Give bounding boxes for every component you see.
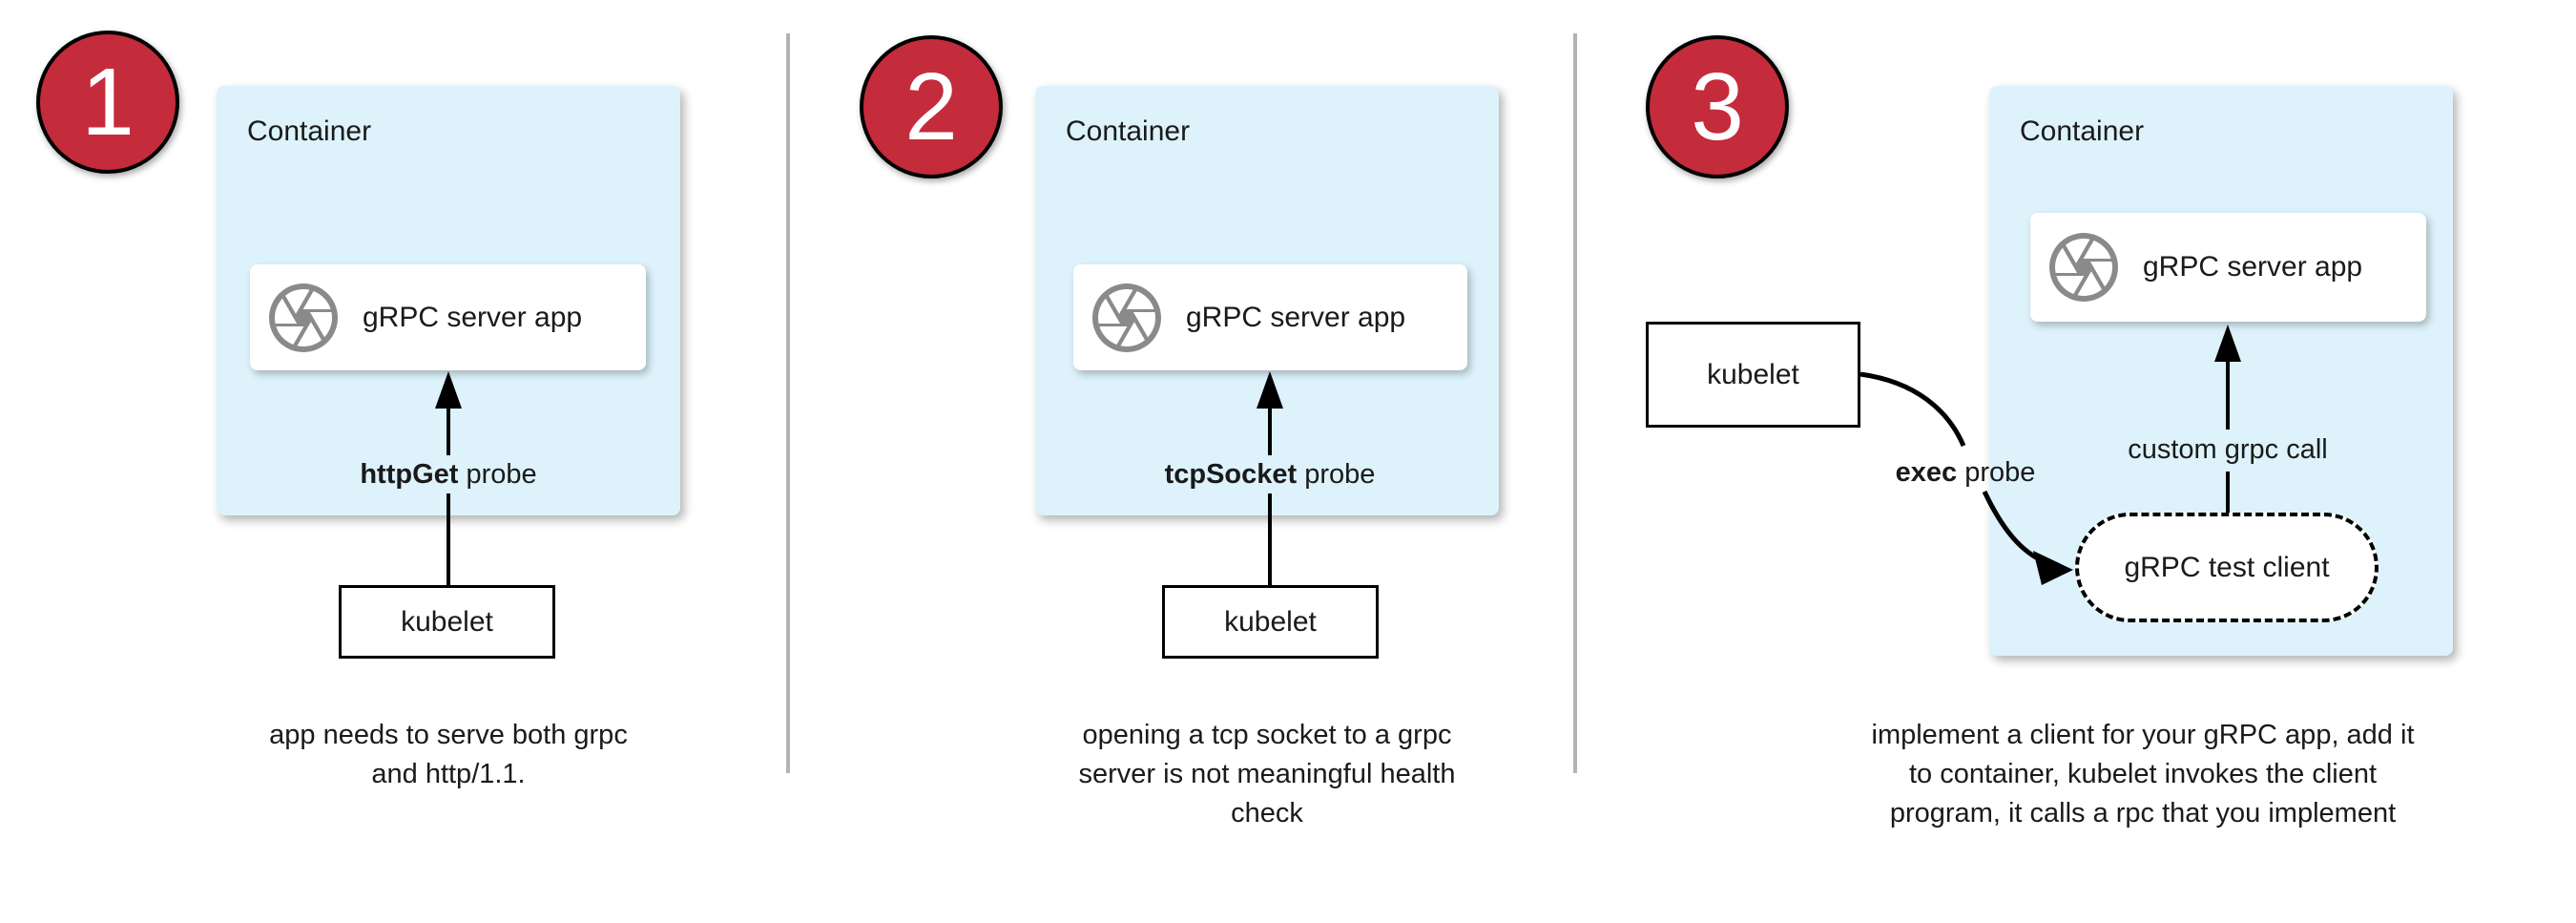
step-2-number: 2 (904, 52, 958, 160)
grpc-server-app-label: gRPC server app (363, 301, 583, 333)
container-2-label: Container (1066, 115, 1191, 147)
grpc-test-client-label: gRPC test client (2124, 551, 2330, 583)
aperture-icon (269, 283, 338, 352)
caption-3: implement a client for your gRPC app, ad… (1871, 720, 2415, 829)
kubelet-label: kubelet (1224, 605, 1317, 638)
tcpsocket-probe-label: tcpSocket probe (1164, 459, 1376, 490)
step-3-number: 3 (1691, 52, 1744, 160)
panel-divider-1 (786, 33, 790, 773)
kubelet-box-1: kubelet (339, 585, 555, 659)
caption-1: app needs to serve both grpc and http/1.… (269, 720, 628, 789)
step-3-badge: 3 (1646, 35, 1789, 178)
aperture-icon (2049, 233, 2118, 302)
custom-grpc-call-label: custom grpc call (2128, 434, 2328, 465)
caption-2: opening a tcp socket to a grpc server is… (1078, 720, 1456, 829)
grpc-server-app-label: gRPC server app (1186, 301, 1406, 333)
step-1-number: 1 (81, 48, 135, 156)
httpget-probe-label: httpGet probe (360, 459, 537, 490)
kubelet-box-3: kubelet (1646, 322, 1860, 428)
grpc-server-app-box-3: gRPC server app (2030, 213, 2426, 322)
kubelet-label: kubelet (401, 605, 493, 638)
exec-probe-label: exec probe (1895, 457, 2036, 488)
panel-divider-2 (1573, 33, 1577, 773)
container-1-label: Container (247, 115, 372, 147)
grpc-test-client-box: gRPC test client (2075, 513, 2379, 622)
step-2-badge: 2 (860, 35, 1003, 178)
container-3-label: Container (2020, 115, 2145, 147)
grpc-server-app-box-2: gRPC server app (1073, 264, 1467, 370)
kubelet-label: kubelet (1707, 358, 1799, 390)
kubelet-box-2: kubelet (1162, 585, 1379, 659)
grpc-server-app-label: gRPC server app (2143, 251, 2363, 283)
grpc-server-app-box-1: gRPC server app (250, 264, 646, 370)
aperture-icon (1092, 283, 1161, 352)
step-1-badge: 1 (36, 31, 179, 174)
